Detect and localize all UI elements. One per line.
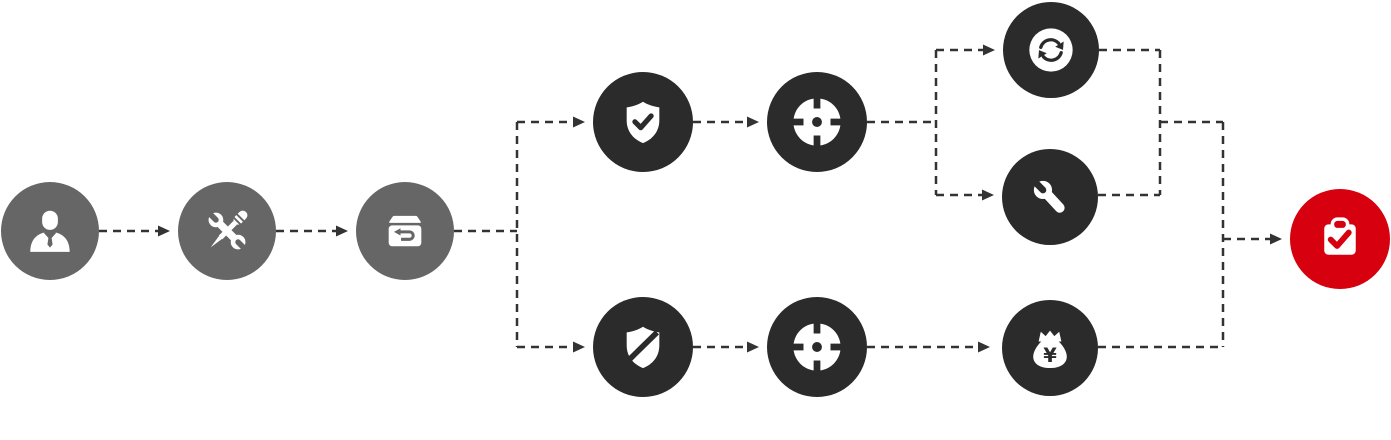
arrowhead-icon	[747, 116, 759, 128]
arrowhead-icon	[978, 341, 990, 353]
sync-icon	[1029, 28, 1073, 72]
person-icon	[30, 210, 70, 252]
shield-check-icon	[626, 101, 660, 144]
node-target-bottom	[767, 297, 867, 397]
arrowhead-icon	[983, 44, 995, 56]
node-shield-check	[593, 72, 693, 172]
arrowhead-icon	[573, 341, 585, 353]
yen-glyph: ¥	[1043, 344, 1057, 367]
tools-icon	[204, 208, 250, 254]
clipboard-check-icon	[1324, 217, 1356, 255]
arrowhead-icon	[158, 225, 170, 237]
node-wrench	[1002, 149, 1098, 245]
node-target-top	[767, 72, 867, 172]
arrowhead-icon	[336, 225, 348, 237]
wrench-icon	[1029, 176, 1065, 213]
node-sync	[1003, 2, 1099, 98]
target-icon	[791, 321, 843, 373]
money-bag-icon: ¥	[1033, 330, 1067, 369]
target-icon	[791, 96, 843, 148]
arrowhead-icon	[573, 116, 585, 128]
arrowhead-icon	[1270, 233, 1282, 245]
arrowhead-icon	[747, 341, 759, 353]
box-return-icon	[388, 215, 422, 247]
node-money-bag: ¥	[1002, 300, 1098, 396]
shield-slash-icon	[626, 326, 660, 369]
node-clipboard-check	[1290, 189, 1390, 289]
node-person	[1, 182, 99, 280]
node-shield-slash	[593, 297, 693, 397]
arrowhead-icon	[982, 189, 994, 201]
node-return-box	[356, 182, 454, 280]
node-tools	[178, 182, 276, 280]
